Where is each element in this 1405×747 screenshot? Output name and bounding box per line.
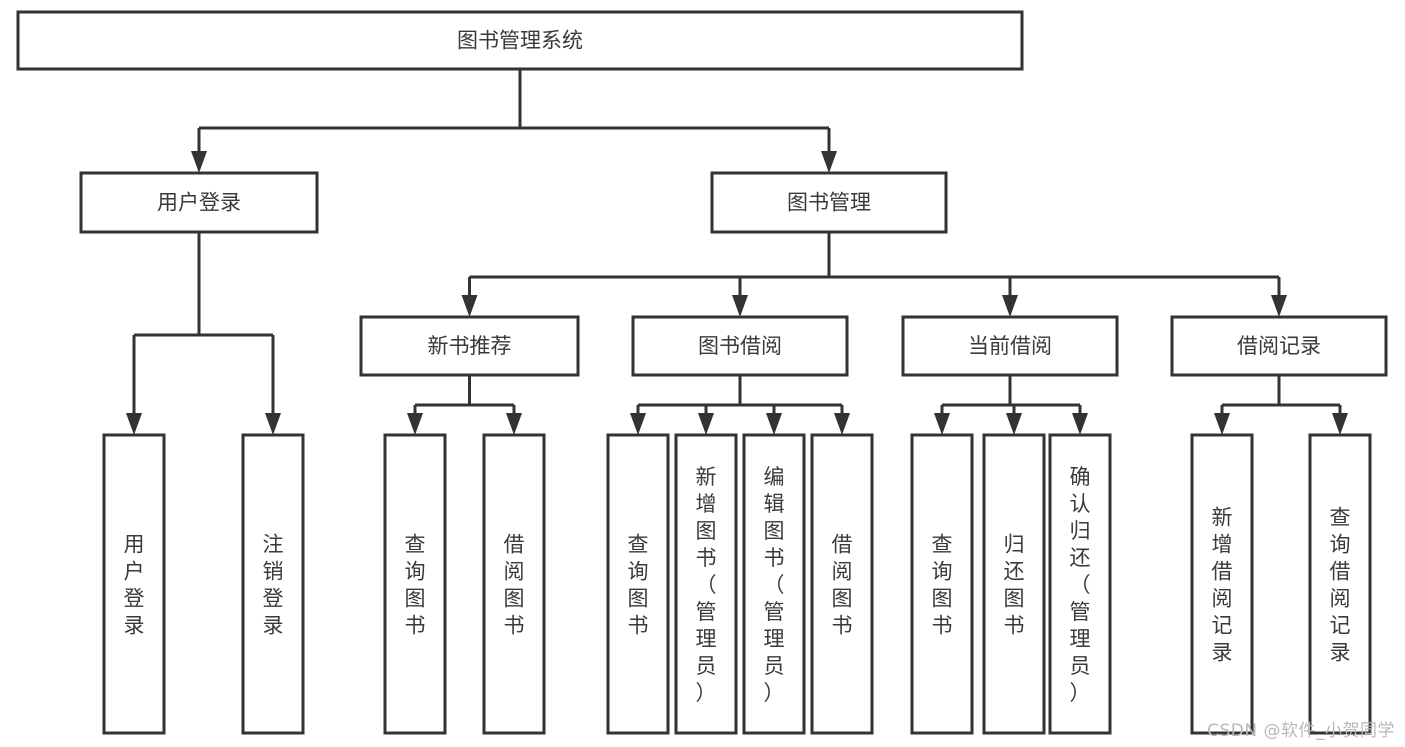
node-leaf-query-book-borrow[interactable]: 查询图书 <box>606 433 670 735</box>
node-book-borrow[interactable]: 图书借阅 <box>631 315 849 377</box>
node-label-leaf-logout-login: 注销登录 <box>263 533 284 638</box>
node-label-leaf-edit-book-admin: 编辑图书（管理员） <box>764 465 785 705</box>
node-box-leaf-add-borrow-record[interactable] <box>1190 433 1254 735</box>
node-box-book-borrow[interactable] <box>631 315 849 377</box>
node-label-leaf-query-book-current: 查询图书 <box>932 533 953 638</box>
arrow-head-icon <box>732 295 748 317</box>
node-book-management[interactable]: 图书管理 <box>710 171 948 234</box>
node-leaf-query-book-recommend[interactable]: 查询图书 <box>383 433 447 735</box>
arrow-head-icon <box>630 413 646 435</box>
arrow-head-icon <box>698 413 714 435</box>
node-leaf-return-book[interactable]: 归还图书 <box>982 433 1046 735</box>
node-box-book-management[interactable] <box>710 171 948 234</box>
arrow-head-icon <box>506 413 522 435</box>
node-label-leaf-borrow-book: 借阅图书 <box>832 533 853 638</box>
node-label-book-management: 图书管理 <box>787 191 871 215</box>
node-box-leaf-return-book[interactable] <box>982 433 1046 735</box>
node-box-leaf-edit-book-admin[interactable] <box>742 433 806 735</box>
connector-group-book-management <box>461 232 1287 317</box>
node-box-leaf-confirm-return-admin[interactable] <box>1048 433 1112 735</box>
connector-group-new-book-recommend <box>407 375 522 435</box>
node-box-borrow-record[interactable] <box>1170 315 1388 377</box>
node-leaf-add-borrow-record[interactable]: 新增借阅记录 <box>1190 433 1254 735</box>
node-label-leaf-query-book-recommend: 查询图书 <box>405 533 426 638</box>
node-box-leaf-borrow-book-recommend[interactable] <box>482 433 546 735</box>
arrow-head-icon <box>934 413 950 435</box>
connector-group-borrow-record <box>1214 375 1348 435</box>
arrow-head-icon <box>821 151 837 173</box>
arrow-head-icon <box>834 413 850 435</box>
node-leaf-borrow-book[interactable]: 借阅图书 <box>810 433 874 735</box>
node-box-leaf-query-book-current[interactable] <box>910 433 974 735</box>
connector-group-user-login <box>126 232 281 435</box>
node-box-root[interactable] <box>16 10 1024 71</box>
node-leaf-borrow-book-recommend[interactable]: 借阅图书 <box>482 433 546 735</box>
node-user-login[interactable]: 用户登录 <box>79 171 319 234</box>
arrow-head-icon <box>461 295 478 317</box>
node-label-leaf-return-book: 归还图书 <box>1004 533 1025 638</box>
node-box-leaf-borrow-book[interactable] <box>810 433 874 735</box>
arrow-head-icon <box>1214 413 1230 435</box>
node-leaf-add-book-admin[interactable]: 新增图书（管理员） <box>674 433 738 735</box>
node-box-leaf-logout-login[interactable] <box>241 433 305 735</box>
arrow-head-icon <box>766 413 782 435</box>
arrow-head-icon <box>1006 413 1022 435</box>
arrow-head-icon <box>1332 413 1348 435</box>
node-box-current-borrow[interactable] <box>901 315 1119 377</box>
arrow-head-icon <box>265 413 281 435</box>
arrow-head-icon <box>1072 413 1088 435</box>
node-box-leaf-query-book-recommend[interactable] <box>383 433 447 735</box>
node-leaf-edit-book-admin[interactable]: 编辑图书（管理员） <box>742 433 806 735</box>
node-label-leaf-add-book-admin: 新增图书（管理员） <box>696 465 717 705</box>
node-label-new-book-recommend: 新书推荐 <box>428 334 512 358</box>
node-box-leaf-query-book-borrow[interactable] <box>606 433 670 735</box>
arrow-head-icon <box>407 413 423 435</box>
node-root[interactable]: 图书管理系统 <box>16 10 1024 71</box>
node-label-leaf-query-borrow-record: 查询借阅记录 <box>1330 506 1351 665</box>
node-label-leaf-add-borrow-record: 新增借阅记录 <box>1212 506 1233 665</box>
node-box-leaf-user-login[interactable] <box>102 433 166 735</box>
arrow-head-icon <box>1002 295 1018 317</box>
node-label-root: 图书管理系统 <box>457 29 583 53</box>
node-leaf-confirm-return-admin[interactable]: 确认归还（管理员） <box>1048 433 1112 735</box>
node-label-current-borrow: 当前借阅 <box>968 334 1052 358</box>
node-box-new-book-recommend[interactable] <box>359 315 580 377</box>
node-leaf-user-login[interactable]: 用户登录 <box>102 433 166 735</box>
node-leaf-logout-login[interactable]: 注销登录 <box>241 433 305 735</box>
node-box-leaf-query-borrow-record[interactable] <box>1308 433 1372 735</box>
arrow-head-icon <box>126 413 142 435</box>
node-current-borrow[interactable]: 当前借阅 <box>901 315 1119 377</box>
node-leaf-query-borrow-record[interactable]: 查询借阅记录 <box>1308 433 1372 735</box>
node-label-leaf-borrow-book-recommend: 借阅图书 <box>504 533 525 638</box>
node-label-book-borrow: 图书借阅 <box>698 334 782 358</box>
node-label-leaf-user-login: 用户登录 <box>124 533 145 638</box>
connector-group-current-borrow <box>934 375 1088 435</box>
arrow-head-icon <box>1271 295 1287 317</box>
node-label-user-login: 用户登录 <box>157 191 241 215</box>
connector-group-book-borrow <box>630 375 850 435</box>
node-label-leaf-query-book-borrow: 查询图书 <box>628 533 649 638</box>
node-box-user-login[interactable] <box>79 171 319 234</box>
arrow-head-icon <box>191 151 207 173</box>
node-box-leaf-add-book-admin[interactable] <box>674 433 738 735</box>
node-label-borrow-record: 借阅记录 <box>1237 334 1321 358</box>
connector-group-root <box>191 69 837 173</box>
node-borrow-record[interactable]: 借阅记录 <box>1170 315 1388 377</box>
node-layer: 图书管理系统用户登录图书管理新书推荐图书借阅当前借阅借阅记录用户登录注销登录查询… <box>16 10 1388 735</box>
node-new-book-recommend[interactable]: 新书推荐 <box>359 315 580 377</box>
connector-layer <box>126 69 1348 435</box>
node-label-leaf-confirm-return-admin: 确认归还（管理员） <box>1070 465 1091 705</box>
node-leaf-query-book-current[interactable]: 查询图书 <box>910 433 974 735</box>
